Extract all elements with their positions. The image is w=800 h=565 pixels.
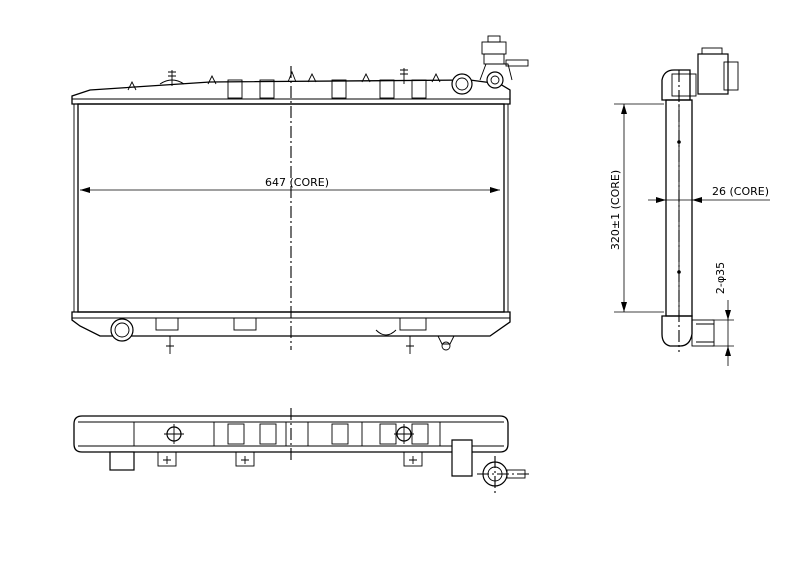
inlet-pipe bbox=[451, 73, 473, 95]
pipe-diameter-label: 2-φ35 bbox=[714, 262, 727, 294]
top-view-ribs bbox=[133, 422, 441, 446]
core-thickness-dimension: 26 (CORE) bbox=[648, 185, 770, 203]
core-thickness-label: 26 (CORE) bbox=[712, 185, 769, 198]
core-width-dimension: 647 (CORE) bbox=[80, 176, 500, 193]
pipe-diameter-dimension: 2-φ35 bbox=[712, 262, 734, 366]
front-view: 647 (CORE) bbox=[71, 35, 529, 354]
top-view bbox=[73, 408, 530, 496]
core-height-label: 320±1 (CORE) bbox=[609, 170, 622, 250]
outlet-pipe bbox=[110, 318, 134, 342]
core-height-dimension: 320±1 (CORE) bbox=[609, 103, 664, 313]
filler-cap bbox=[479, 35, 529, 81]
side-view: 320±1 (CORE) 26 (CORE) 2-φ35 bbox=[609, 47, 770, 366]
core-width-label: 647 (CORE) bbox=[265, 176, 329, 189]
